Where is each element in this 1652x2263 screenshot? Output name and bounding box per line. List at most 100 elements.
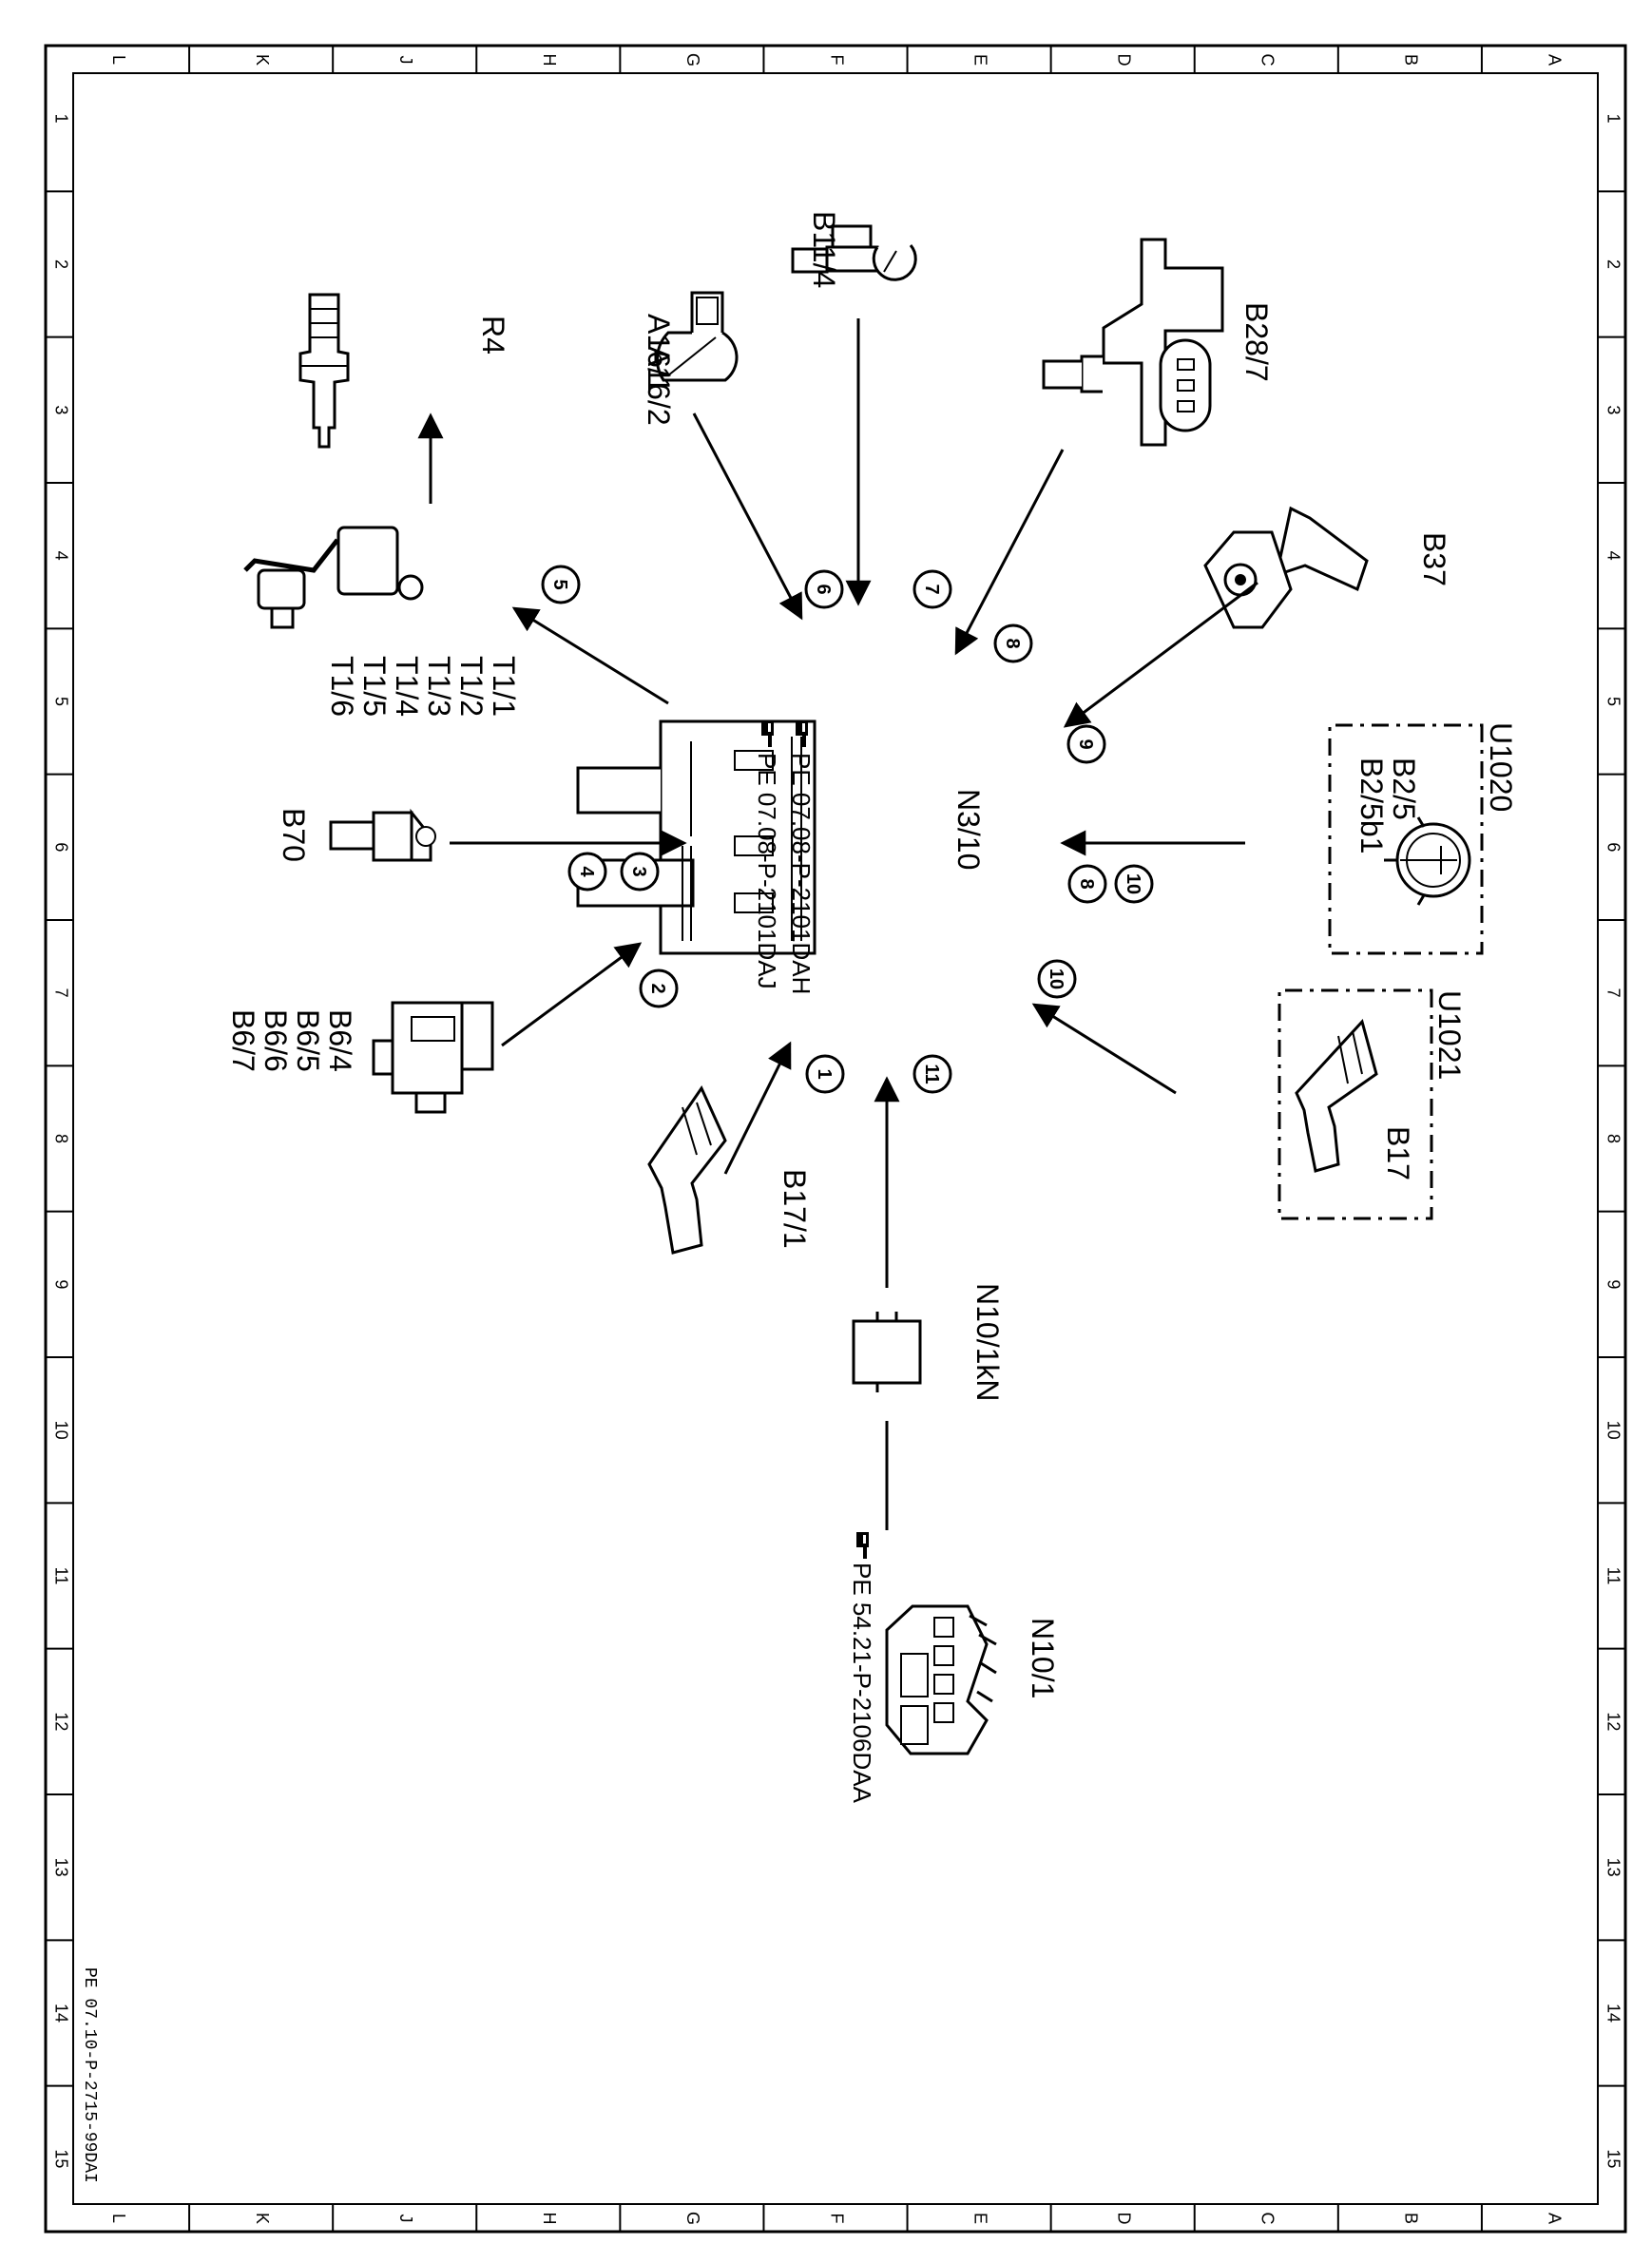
crank-sensor-b70: B70 [277,808,436,862]
grid-letter-bottom: C [1258,2213,1277,2225]
spark-plug-r4: R4 [298,293,510,449]
grid-number-right: 2 [1604,259,1623,269]
svg-text:A16/2: A16/2 [642,346,676,426]
grid-letter-top: H [540,54,559,67]
grid-letter-top: J [396,56,415,65]
arrow-b37-to-ecu [1063,581,1258,728]
grid-letter-top: D [1114,54,1133,67]
svg-text:4: 4 [576,866,597,877]
grid-letter-bottom: G [683,2212,702,2225]
badge-5: 5 [541,565,581,604]
grid-letter-bottom: J [396,2215,415,2223]
svg-text:R4: R4 [476,316,510,355]
svg-text:B6/6: B6/6 [259,1009,293,1072]
svg-text:N10/1: N10/1 [1026,1618,1060,1698]
svg-text:5: 5 [549,579,570,589]
coolant-temp-sensor-b11-4: B11/4 [791,211,917,288]
grid-letter-top: B [1402,54,1421,66]
svg-text:8: 8 [1076,878,1097,889]
arrow-a16-to-ecu [692,412,803,621]
pressure-sensor-b28-7: B28/7 [1042,238,1274,447]
arrow-b17-to-ecu [1031,1003,1177,1095]
svg-text:T1/2: T1/2 [454,656,489,717]
svg-text:3: 3 [628,866,649,876]
arrow-b17-1-to-ecu [723,1041,792,1175]
svg-text:11: 11 [921,1064,942,1084]
grid-number-left: 9 [51,1279,70,1289]
grid-number-right: 6 [1604,842,1623,852]
svg-text:B37: B37 [1417,532,1451,586]
svg-text:6: 6 [813,584,834,594]
inner-frame [72,72,1599,2205]
badge-8-b28: 8 [993,623,1033,663]
badge-1: 1 [805,1054,845,1094]
grid-number-right: 13 [1604,1858,1623,1877]
grid-number-right: 9 [1604,1279,1623,1289]
svg-text:B17/1: B17/1 [778,1169,812,1249]
svg-text:B17: B17 [1381,1126,1415,1180]
badge-3: 3 [620,852,660,892]
u1020-group: U1020 B2/5 B2/5b1 [1328,722,1518,955]
grid-number-left: 6 [51,842,70,852]
ecu-ref-1: PE 07.08-P-2101DAH [787,720,816,994]
grid-letter-bottom: H [540,2213,559,2225]
svg-text:7: 7 [921,584,942,594]
ecu-label: N3/10 [951,789,986,870]
svg-text:B70: B70 [277,808,311,862]
svg-text:B2/5: B2/5 [1387,758,1421,820]
grid-number-right: 10 [1604,1421,1623,1440]
grid-number-left: 10 [51,1421,70,1440]
grid-letter-top: A [1546,54,1565,66]
grid-number-left: 3 [51,405,70,414]
svg-text:2: 2 [647,983,668,993]
badge-8-u1020: 8 [1067,864,1107,904]
svg-text:N10/1kN: N10/1kN [970,1283,1005,1402]
grid-number-left: 5 [51,697,70,706]
grid-letter-bottom: E [970,2213,989,2224]
ecu-n3-10: N3/10 PE 07.08-P-2101DAH PE 07.08-P-2101… [576,719,986,994]
badge-11: 11 [912,1054,952,1094]
badge-4: 4 [567,852,607,892]
grid-letter-bottom: F [827,2214,846,2224]
sheet-footer-code: PE 07.10-P-2715-99DAI [80,1967,99,2183]
diagram-content: N3/10 PE 07.08-P-2101DAH PE 07.08-P-2101… [80,211,1518,2183]
grid-number-right: 11 [1604,1567,1623,1585]
grid-number-left: 1 [51,114,70,124]
arrow-b6-to-ecu [501,942,643,1047]
u1021-group: U1021 B17 [1277,988,1467,1220]
ecu-ref-2: PE 07.08-P-2101DAJ [753,720,781,989]
grid-letter-top: K [253,54,272,66]
knock-sensor-a16: A16/1 A16/2 [642,291,739,426]
pedal-sensor-b37: B37 [1203,506,1451,629]
grid-letter-bottom: B [1402,2213,1421,2224]
grid-letter-top: F [827,55,846,66]
arrow-ecu-to-t1 [511,606,669,705]
temp-sensor-b17-1: B17/1 [647,1084,812,1255]
grid-number-left: 8 [51,1134,70,1143]
badge-10-u1021: 10 [1037,959,1077,999]
svg-text:B6/4: B6/4 [323,1009,357,1072]
badge-10-u1020: 10 [1114,864,1154,904]
pointing-hand-icon [856,1532,869,1559]
grid-number-right: 15 [1604,2149,1623,2168]
svg-text:B6/7: B6/7 [226,1009,260,1072]
outer-frame [44,44,1627,2234]
grid-number-right: 14 [1604,2004,1623,2023]
svg-text:T1/5: T1/5 [357,656,392,717]
svg-text:B2/5b1: B2/5b1 [1354,758,1389,853]
badge-6: 6 [804,569,844,609]
grid-number-right: 4 [1604,551,1623,561]
grid-number-right: 12 [1604,1712,1623,1731]
badge-9: 9 [1066,724,1106,764]
svg-text:U1021: U1021 [1432,990,1467,1080]
grid-number-right: 1 [1604,114,1623,124]
badge-7: 7 [912,569,952,609]
grid-number-left: 4 [51,551,70,561]
grid-number-left: 2 [51,259,70,269]
svg-text:PE 54.21-P-2106DAA: PE 54.21-P-2106DAA [848,1563,876,1804]
svg-text:B28/7: B28/7 [1239,302,1274,382]
cam-sensors-b6: B6/4 B6/5 B6/6 B6/7 [226,1001,494,1114]
grid-number-left: 13 [51,1858,70,1877]
